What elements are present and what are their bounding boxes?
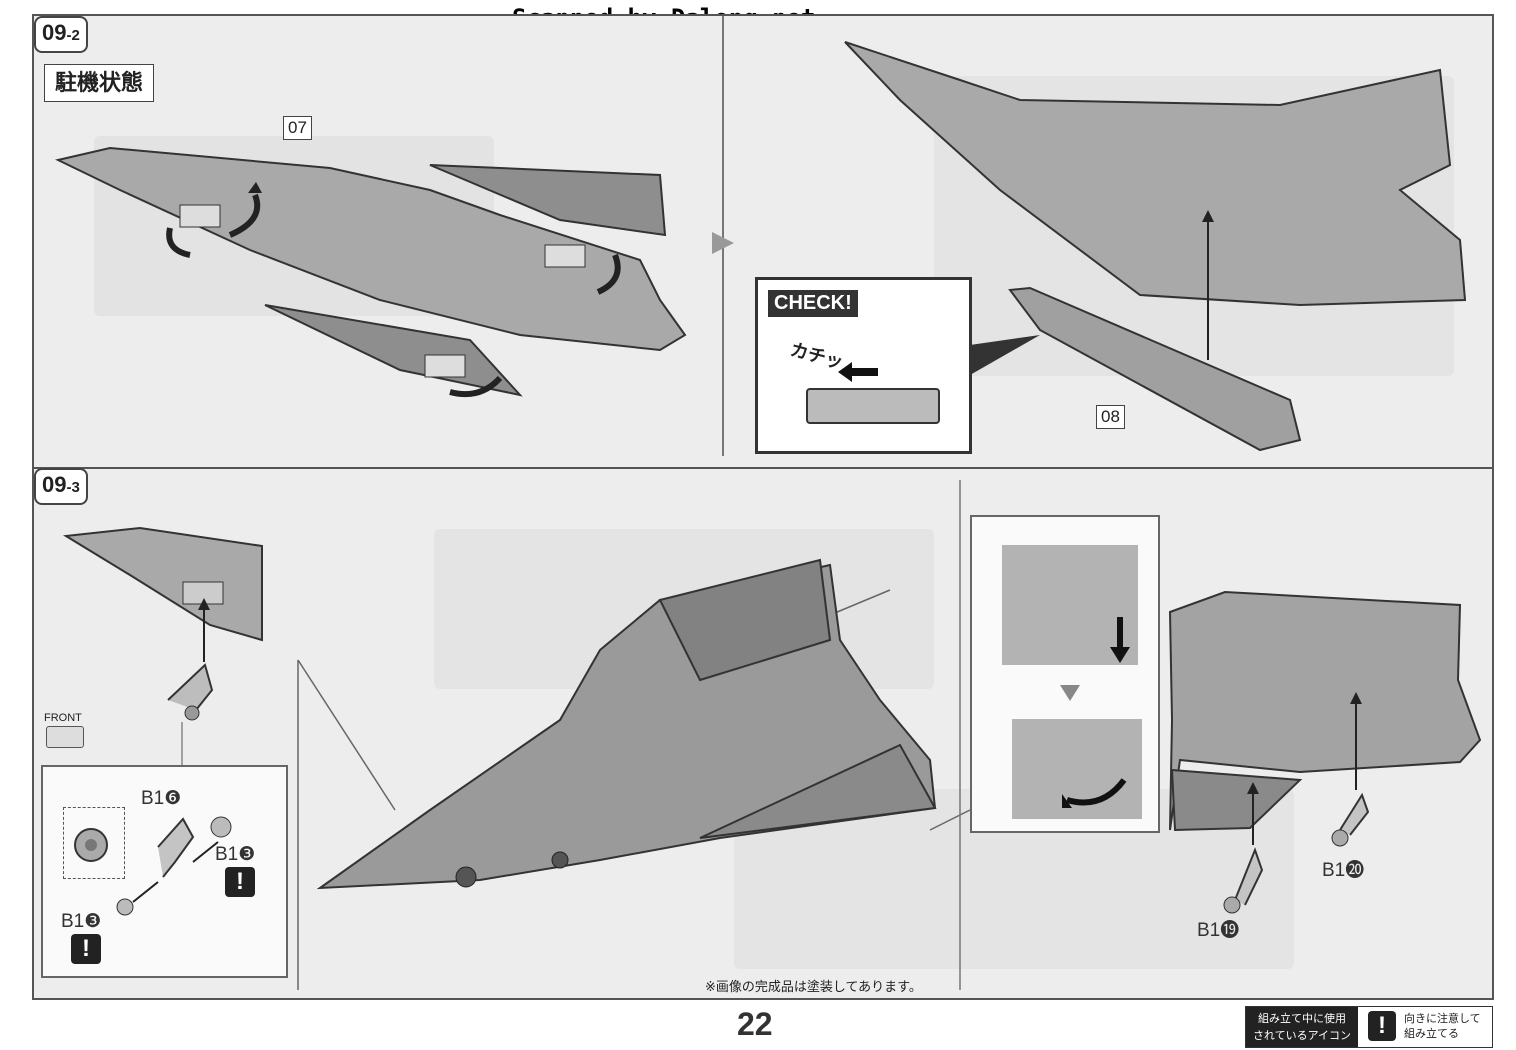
panel-divider [722, 16, 724, 456]
state-label: 駐機状態 [44, 64, 155, 102]
legend-description: 向きに注意して 組み立てる [1404, 1011, 1481, 1041]
legend-desc-line2: 組み立てる [1404, 1027, 1459, 1040]
landing-gear-parts-illustration [74, 816, 232, 916]
gear-door-steps-inset [970, 515, 1160, 833]
part-b13-label-upper: B1❸ [215, 844, 256, 865]
part-b20-label: B1⓴ [1322, 860, 1365, 881]
page-number: 22 [737, 1006, 773, 1042]
icon-legend: 組み立て中に使用 されているアイコン ! 向きに注意して 組み立てる [1245, 1006, 1493, 1048]
check-title: CHECK! [768, 290, 858, 317]
part-b13-label-lower: B1❸ [61, 911, 102, 932]
clip-part-illustration [806, 388, 940, 424]
landing-gear-detail-inset: B1❻ B1❸ ! B1❸ ! [41, 765, 288, 978]
front-indicator: FRONT [42, 712, 84, 750]
part-b16-label: B1❻ [141, 788, 182, 809]
step-down-triangle-icon [1060, 685, 1080, 701]
painted-sample-note: ※画像の完成品は塗装してあります。 [705, 980, 922, 995]
step-number-09-2: 09-2 [34, 16, 88, 53]
next-step-arrow-icon [712, 232, 734, 254]
front-direction-icon [46, 726, 84, 748]
hub-detail-box [63, 807, 125, 879]
exclamation-icon: ! [1368, 1011, 1396, 1041]
step-number: 09 [42, 20, 67, 45]
check-callout-pointer [970, 335, 1040, 375]
legend-title-line1: 組み立て中に使用 [1258, 1012, 1346, 1025]
check-arrow-icon [838, 362, 878, 382]
gear-door-before-illustration [1002, 545, 1138, 665]
push-down-arrow-icon [1110, 617, 1130, 663]
legend-desc-line1: 向きに注意して [1404, 1012, 1481, 1025]
part-08-label: 08 [1096, 405, 1125, 429]
step-sub: -2 [66, 27, 80, 44]
part-07-label: 07 [283, 116, 312, 140]
step-number: 09 [42, 472, 67, 497]
step-number-09-3: 09-3 [34, 468, 88, 505]
part-b19-label: B1⓳ [1197, 920, 1240, 941]
front-label: FRONT [44, 712, 82, 724]
exclamation-icon: ! [225, 867, 255, 897]
legend-title-line2: されているアイコン [1252, 1029, 1352, 1042]
check-inset: CHECK! カチッ [755, 277, 972, 454]
legend-title: 組み立て中に使用 されているアイコン [1246, 1007, 1358, 1047]
exclamation-icon: ! [71, 934, 101, 964]
step-sub: -3 [66, 479, 80, 496]
curved-arrow-icon [1062, 778, 1127, 808]
